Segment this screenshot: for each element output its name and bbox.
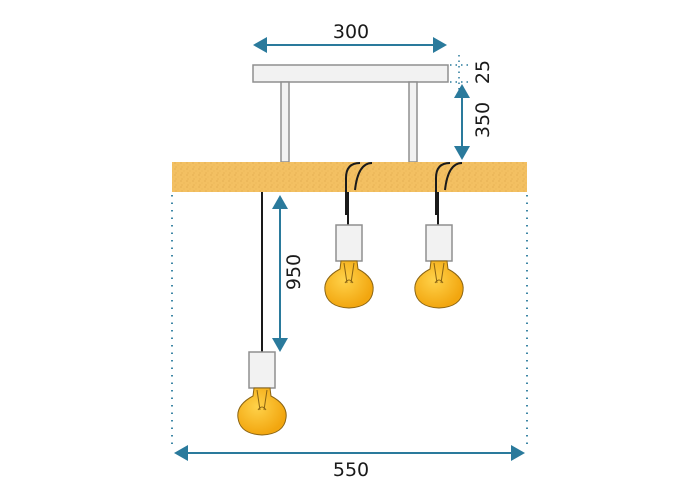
cable-right-1 [435,162,451,215]
pendant-bulb-icon [237,387,287,436]
cable-left-2 [354,162,373,191]
dim-label-950: 950 [283,254,305,290]
ceiling-plate [252,64,449,83]
dim-label-300: 300 [333,21,369,43]
cable-right-2 [444,162,463,191]
pendant-bulb-icon [324,260,374,309]
dim-label-550: 550 [333,459,369,481]
support-rod-right [408,81,418,163]
socket-right [425,224,453,262]
dim-label-25: 25 [472,60,494,84]
support-rod-left [280,81,290,163]
socket-mid [335,224,363,262]
dim-label-350: 350 [472,102,494,138]
cable-left-1 [345,162,361,215]
socket-long [248,351,276,389]
pendant-bulb-icon [414,260,464,309]
